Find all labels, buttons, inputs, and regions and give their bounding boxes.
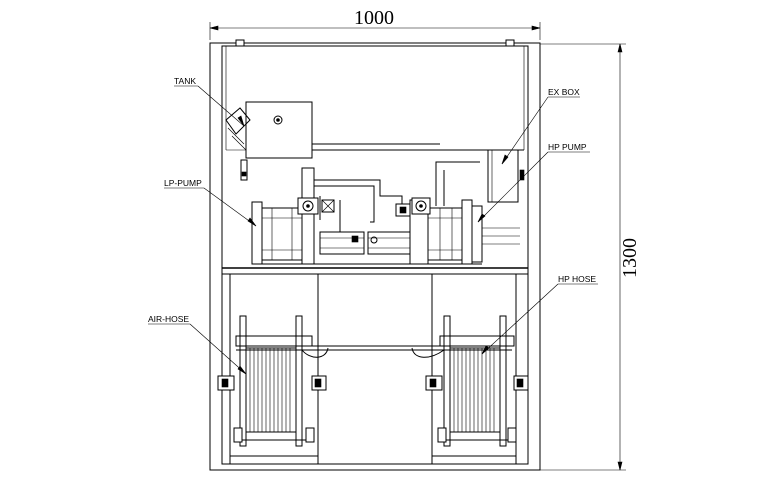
ex-box-label: EX BOX [548,87,580,97]
tank-label: TANK [174,76,196,86]
lp-pump-label: LP-PUMP [164,178,202,188]
air-hose-reel [217,315,329,447]
height-dimension-text: 1300 [619,238,641,278]
pump-assembly [251,161,520,265]
callout-lp-pump: LP-PUMP [164,178,257,227]
hp-hose-reel [411,315,529,447]
tank [225,101,524,181]
callout-hp-hose: HP HOSE [481,274,598,355]
hp-pump-label: HP PUMP [548,142,587,152]
callout-air-hose: AIR-HOSE [148,314,247,375]
ex-box [487,149,525,203]
height-dimension: 1300 [540,43,641,471]
width-dimension: 1000 [209,7,541,40]
cabinet-frame [209,39,541,471]
callout-tank: TANK [174,76,245,127]
hose-reel-section [229,274,517,464]
air-hose-label: AIR-HOSE [148,314,189,324]
width-dimension-text: 1000 [354,7,394,29]
hp-hose-label: HP HOSE [558,274,596,284]
callout-ex-box: EX BOX [501,87,580,165]
callout-hp-pump: HP PUMP [477,142,590,223]
